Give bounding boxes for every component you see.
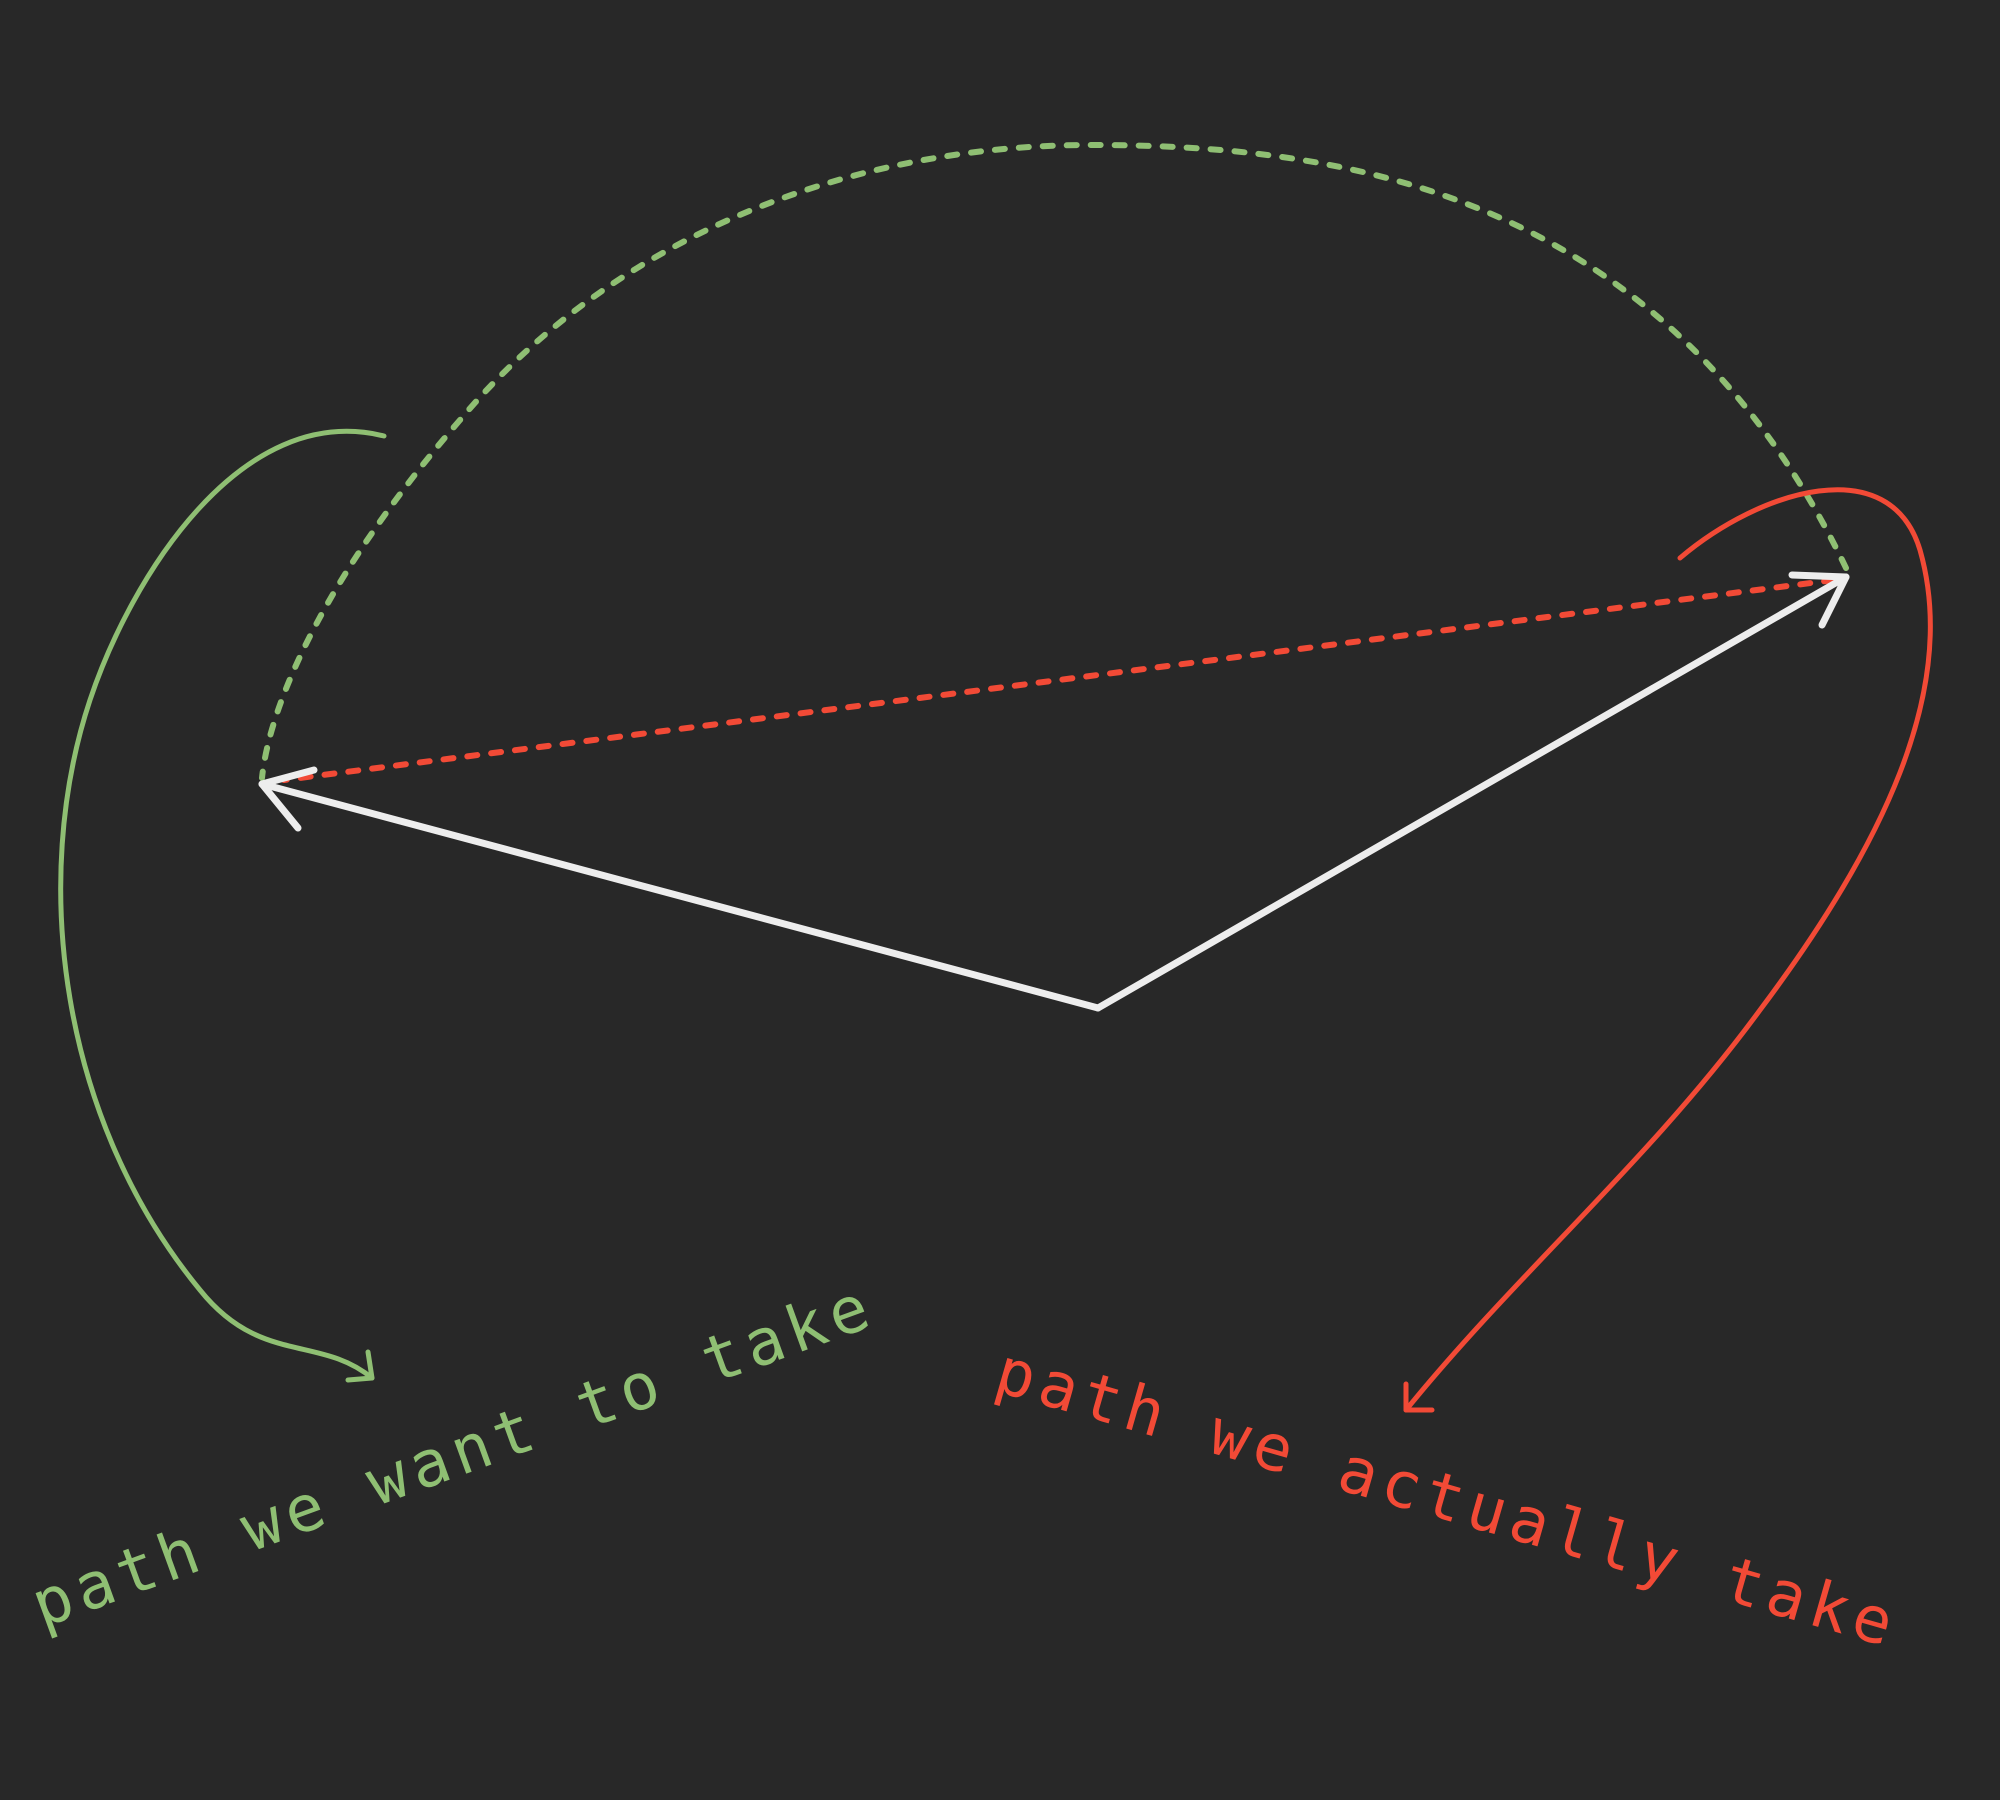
actual-path-dashed-line	[281, 577, 1837, 783]
green-arrowhead-icon	[345, 1349, 375, 1383]
white-arrowhead-right-icon	[1788, 571, 1850, 629]
red-annotation-curve	[1403, 487, 1933, 1413]
label-actual-path: path we actually take	[988, 1334, 1907, 1663]
red-arrowhead-icon	[1403, 1381, 1435, 1413]
white-vector-right	[1094, 573, 1850, 1012]
label-desired-path: path we want to take	[22, 1269, 884, 1643]
desired-path-dashed-arc	[259, 141, 1849, 781]
green-annotation-curve	[58, 428, 387, 1381]
white-arrowhead-left-icon	[258, 766, 318, 832]
white-vector-left	[258, 780, 1102, 1012]
